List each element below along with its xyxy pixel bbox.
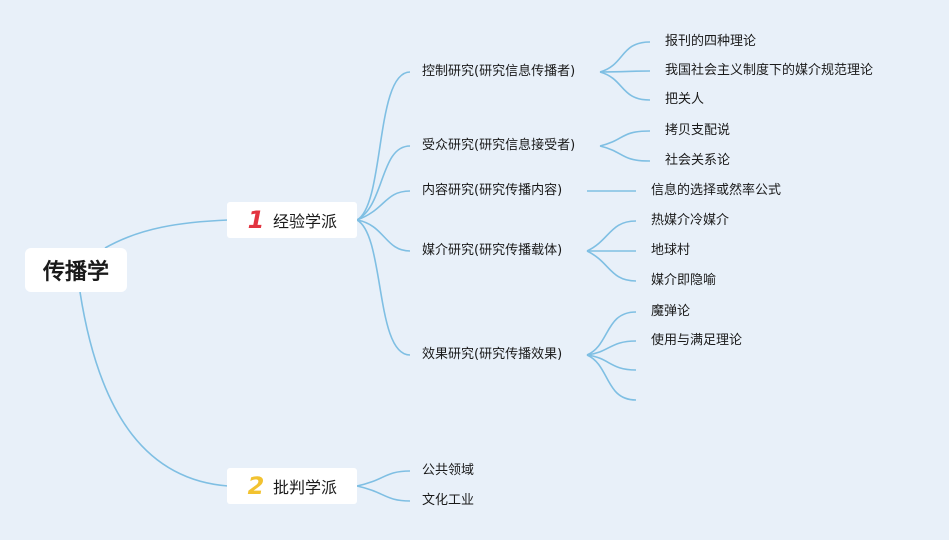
branch-number-1: 1 xyxy=(247,206,265,234)
root-label: 传播学 xyxy=(42,260,109,285)
connector-n3-c0 xyxy=(586,220,637,252)
connector-n0-c0 xyxy=(599,41,651,73)
topic-media-research[interactable]: 媒介研究(研究传播载体) xyxy=(422,243,563,258)
connector-root-b1 xyxy=(104,219,229,249)
connector-b1-n3 xyxy=(356,219,411,252)
connector-b1-n1 xyxy=(356,145,411,221)
connector-n4-c3 xyxy=(586,354,637,401)
topic-content-research[interactable]: 内容研究(研究传播内容) xyxy=(422,183,563,198)
topic-effect-research[interactable]: 效果研究(研究传播效果) xyxy=(422,347,563,362)
leaf-social-relations[interactable]: 社会关系论 xyxy=(665,153,731,168)
branch-node-1[interactable]: 1 经验学派 xyxy=(227,202,357,238)
leaf-hot-cold-media[interactable]: 热媒介冷媒介 xyxy=(651,213,730,228)
connector-n4-c0 xyxy=(586,311,637,356)
connector-n0-c1 xyxy=(599,70,651,73)
topic-control-research[interactable]: 控制研究(研究信息传播者) xyxy=(422,64,576,79)
topic-audience-research[interactable]: 受众研究(研究信息接受者) xyxy=(422,138,576,153)
leaf-four-theories-press[interactable]: 报刊的四种理论 xyxy=(665,34,757,49)
branch-label-2: 批判学派 xyxy=(273,478,338,497)
leaf-copy-dominance[interactable]: 拷贝支配说 xyxy=(665,123,731,138)
connector-b2-n0 xyxy=(356,470,411,487)
leaf-selection-probability-formula[interactable]: 信息的选择或然率公式 xyxy=(651,183,782,198)
leaf-gatekeeper[interactable]: 把关人 xyxy=(665,92,705,107)
connector-b1-n0 xyxy=(356,71,411,221)
leaf-uses-gratifications[interactable]: 使用与满足理论 xyxy=(651,333,743,348)
branch-number-2: 2 xyxy=(247,472,265,500)
connector-n1-c1 xyxy=(599,145,651,162)
root-node[interactable]: 传播学 xyxy=(25,248,127,292)
connector-b1-n4 xyxy=(356,219,411,356)
branch-label-1: 经验学派 xyxy=(273,212,338,231)
connector-n4-c2 xyxy=(586,354,637,371)
connector-b1-n2 xyxy=(356,190,411,221)
topic-public-sphere[interactable]: 公共领域 xyxy=(422,463,475,478)
leaf-global-village[interactable]: 地球村 xyxy=(651,243,691,258)
connector-n3-c2 xyxy=(586,250,637,282)
leaf-media-normative-theory[interactable]: 我国社会主义制度下的媒介规范理论 xyxy=(665,63,874,78)
branch-node-2[interactable]: 2 批判学派 xyxy=(227,468,357,504)
connector-root-b2 xyxy=(79,291,229,487)
connector-n4-c1 xyxy=(586,340,637,356)
connector-n1-c0 xyxy=(599,130,651,147)
leaf-medium-metaphor[interactable]: 媒介即隐喻 xyxy=(651,273,717,288)
connector-b2-n1 xyxy=(356,485,411,502)
leaf-magic-bullet[interactable]: 魔弹论 xyxy=(651,304,691,319)
topic-culture-industry[interactable]: 文化工业 xyxy=(422,493,475,508)
connector-n0-c2 xyxy=(599,71,651,101)
